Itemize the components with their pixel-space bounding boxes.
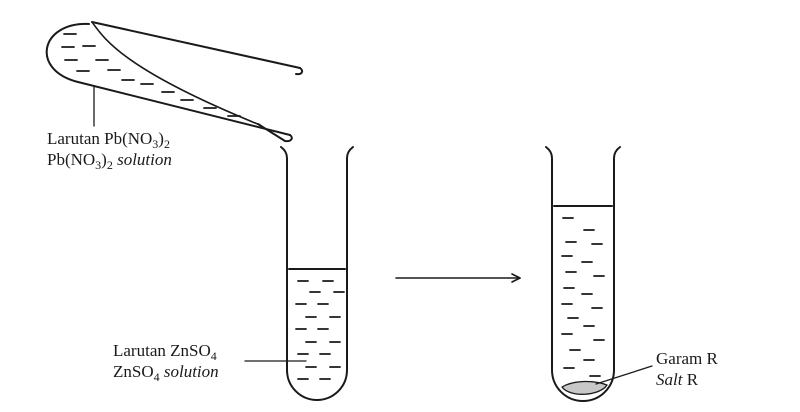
salt-solution-dashes xyxy=(561,217,605,377)
reaction-arrow xyxy=(395,273,521,283)
test-tube-zn xyxy=(280,146,354,401)
salt-label-malay: Garam R xyxy=(656,349,718,368)
salt-pointer-line xyxy=(595,365,653,385)
salt-label-english: Salt R xyxy=(656,370,699,389)
zn-label-malay: Larutan ZnSO4 xyxy=(113,341,217,363)
pb-label-english: Pb(NO3)2 solution xyxy=(47,150,172,172)
zn-solution-dashes xyxy=(295,280,345,380)
pb-solution-label: Larutan Pb(NO3)2 Pb(NO3)2 solution xyxy=(47,128,172,172)
zn-label-english: ZnSO4 solution xyxy=(113,362,219,384)
tilted-test-tube-pb xyxy=(45,21,304,143)
test-tube-salt xyxy=(545,146,621,402)
pb-label-malay: Larutan Pb(NO3)2 xyxy=(47,129,170,151)
pb-solution-dashes xyxy=(61,33,241,117)
salt-label: Garam R Salt R xyxy=(656,348,718,390)
salt-precipitate xyxy=(561,380,608,395)
zn-solution-label: Larutan ZnSO4 ZnSO4 solution xyxy=(113,340,219,384)
